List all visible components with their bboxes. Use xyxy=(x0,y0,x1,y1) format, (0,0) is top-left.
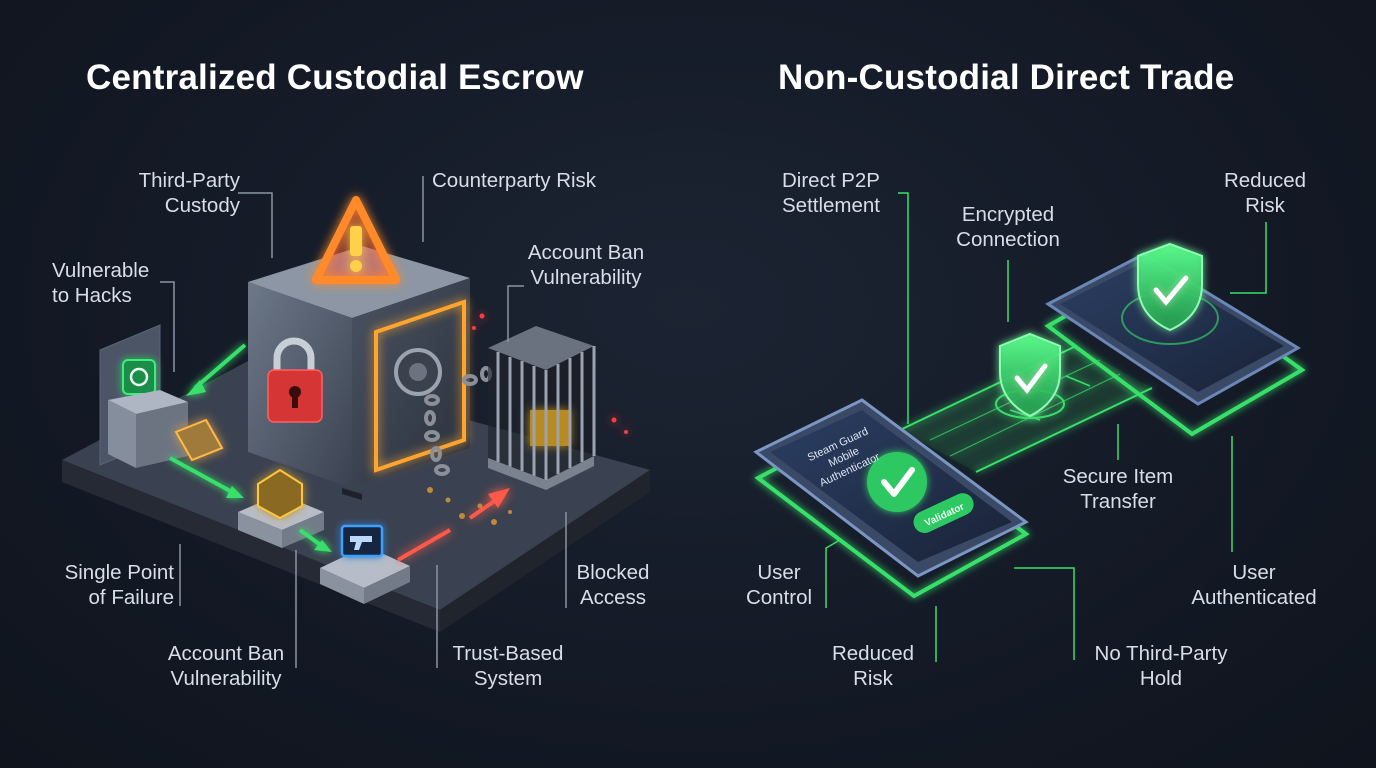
right-scene: Validator Steam Guard Mobile Authenticat… xyxy=(753,192,1306,662)
label-counterparty-risk: Counterparty Risk xyxy=(432,169,597,192)
left-scene xyxy=(62,176,650,668)
label-account-ban-top: Account Ban Vulnerability xyxy=(527,241,645,289)
left-panel-title: Centralized Custodial Escrow xyxy=(86,58,584,97)
label-single-point-failure: Single Point of Failure xyxy=(64,561,174,609)
trust-arrow xyxy=(397,488,510,562)
warning-icon xyxy=(312,196,400,284)
label-no-third-party-hold: No Third-Party Hold xyxy=(1094,642,1228,690)
card-item-icon xyxy=(174,418,224,462)
padlock-icon xyxy=(267,337,323,423)
label-account-ban-bottom: Account Ban Vulnerability xyxy=(167,642,285,690)
steam-icon xyxy=(122,359,156,395)
label-reduced-risk-top: Reduced Risk xyxy=(1223,169,1307,217)
label-vulnerable-hacks: Vulnerable to Hacks xyxy=(52,259,150,307)
label-encrypted-connection: Encrypted Connection xyxy=(956,203,1060,251)
label-reduced-risk-bottom: Reduced Risk xyxy=(831,642,915,690)
label-trust-based-system: Trust-Based System xyxy=(452,642,564,690)
leader-lines-right xyxy=(825,192,1267,662)
cage-icon xyxy=(488,326,596,490)
chain xyxy=(424,366,492,476)
encryption-shield-icon xyxy=(995,332,1065,419)
label-third-party-custody: Third-Party Custody xyxy=(138,169,240,217)
validator-button xyxy=(913,493,974,533)
label-blocked-access: Blocked Access xyxy=(576,561,650,609)
leader-lines-left xyxy=(160,176,567,668)
crate-item-icon xyxy=(257,468,303,520)
label-secure-item-transfer: Secure Item Transfer xyxy=(1062,465,1174,513)
label-user-authenticated: User Authenticated xyxy=(1191,561,1317,609)
right-panel-title: Non-Custodial Direct Trade xyxy=(778,58,1235,97)
sender-phone: Validator Steam Guard Mobile Authenticat… xyxy=(753,398,1029,578)
reduced-risk-shield-icon xyxy=(1137,242,1203,332)
label-direct-p2p: Direct P2P Settlement xyxy=(782,169,880,217)
item-flow-arrows xyxy=(169,343,332,552)
label-user-control: User Control xyxy=(745,561,813,609)
